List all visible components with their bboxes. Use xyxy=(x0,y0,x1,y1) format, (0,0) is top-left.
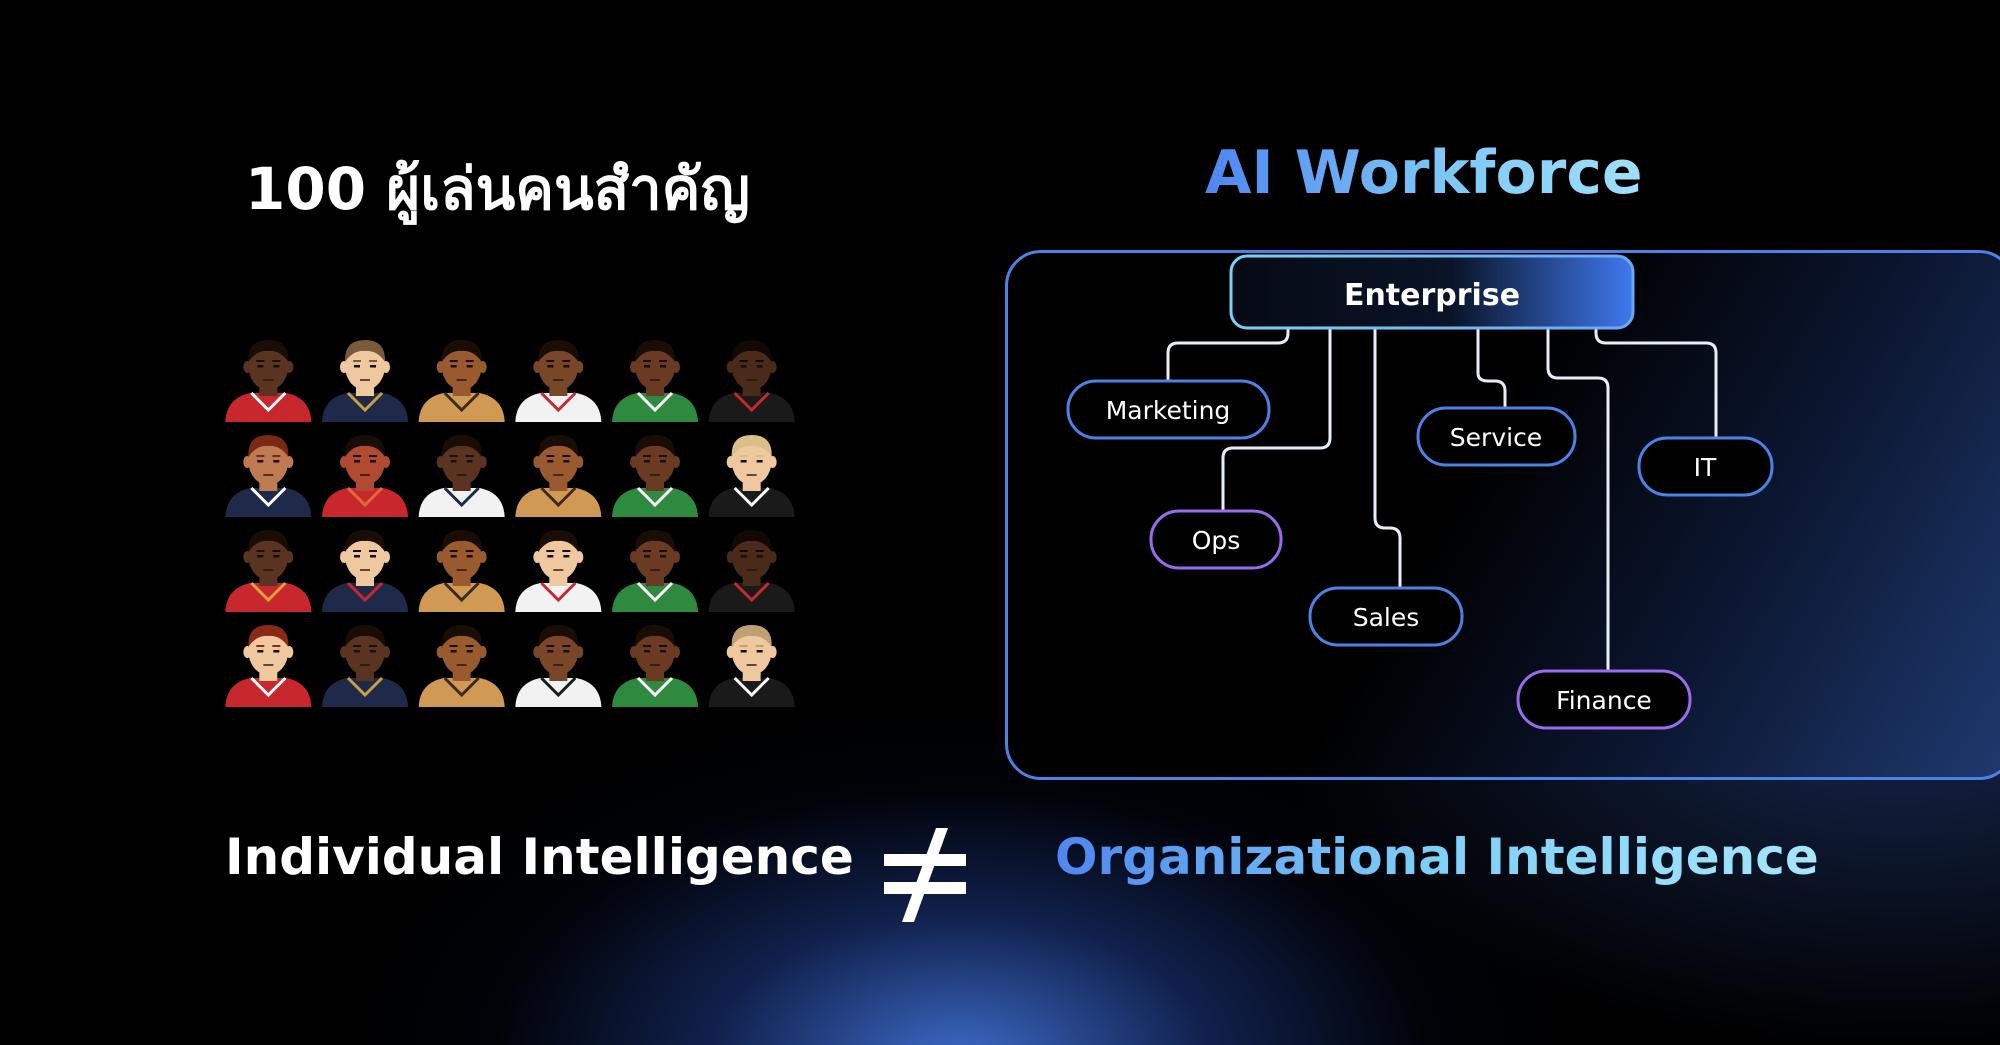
player-avatar xyxy=(418,340,505,422)
left-title: 100 ผู้เล่นคนสำคัญ xyxy=(245,155,750,223)
player-avatar xyxy=(708,435,795,517)
it-label: IT xyxy=(1694,453,1717,482)
ops-label: Ops xyxy=(1192,526,1241,555)
not-equal-icon xyxy=(884,828,966,922)
player-avatar xyxy=(225,435,312,517)
player-avatar xyxy=(418,530,505,612)
service-label: Service xyxy=(1450,423,1542,452)
player-avatar xyxy=(708,530,795,612)
sales-label: Sales xyxy=(1353,603,1420,632)
player-avatar xyxy=(515,530,602,612)
player-avatar xyxy=(322,530,408,612)
player-avatar xyxy=(515,625,602,707)
player-avatar xyxy=(708,340,795,422)
connector-sales xyxy=(1373,313,1402,588)
player-avatar xyxy=(225,625,312,707)
player-avatar xyxy=(515,435,602,517)
player-avatar xyxy=(225,340,312,422)
player-avatar xyxy=(612,340,698,422)
player-avatar xyxy=(612,435,698,517)
player-avatar xyxy=(322,435,408,517)
sales-node xyxy=(1308,586,1464,647)
finance-label: Finance xyxy=(1556,686,1652,715)
player-avatar xyxy=(418,625,505,707)
player-avatar xyxy=(612,625,698,707)
player-avatar xyxy=(612,530,698,612)
connector-ops xyxy=(1221,313,1332,511)
player-avatar xyxy=(515,340,602,422)
connector-it xyxy=(1594,313,1718,438)
player-avatar xyxy=(225,530,312,612)
org-chart-panel: Enterprise Marketing Ops Sales Service F… xyxy=(1005,250,2000,780)
individual-intelligence-caption: Individual Intelligence xyxy=(225,828,854,886)
connector-marketing xyxy=(1166,313,1290,381)
marketing-node xyxy=(1066,379,1271,440)
player-avatar-grid xyxy=(225,340,795,707)
connector-lines xyxy=(1166,313,1718,671)
finance-node xyxy=(1516,669,1692,730)
player-avatar xyxy=(418,435,505,517)
marketing-label: Marketing xyxy=(1106,396,1231,425)
it-node xyxy=(1637,436,1774,497)
organizational-intelligence-caption: Organizational Intelligence xyxy=(1055,828,1819,886)
player-avatar xyxy=(322,340,408,422)
ops-node xyxy=(1149,509,1283,570)
connector-service xyxy=(1476,313,1507,408)
player-avatar xyxy=(322,625,408,707)
right-title: AI Workforce xyxy=(1205,138,1643,208)
enterprise-label: Enterprise xyxy=(1344,278,1520,313)
org-chart: Enterprise Marketing Ops Sales Service F… xyxy=(1066,254,1774,730)
connector-finance xyxy=(1546,313,1610,671)
enterprise-node xyxy=(1229,254,1635,330)
service-node xyxy=(1416,406,1577,467)
player-avatar xyxy=(708,625,795,707)
